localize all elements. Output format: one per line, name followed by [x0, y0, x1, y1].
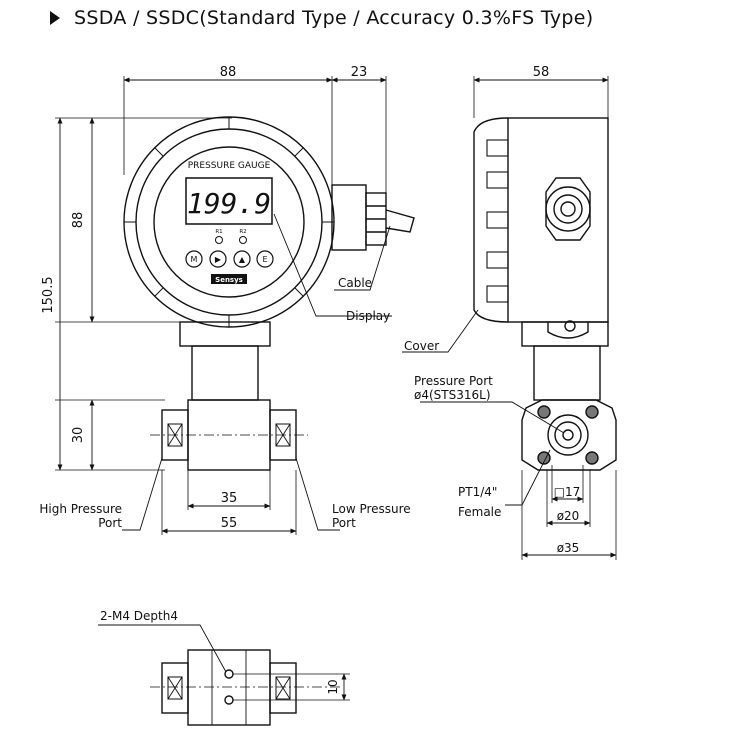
key-up-label: ▲: [239, 255, 246, 264]
mount-holes-label: 2-M4 Depth4: [100, 609, 178, 623]
side-housing: [507, 117, 609, 323]
cable-gland-body: [331, 184, 367, 251]
lcd-frame: [185, 177, 273, 225]
key-shift-label: ▶: [215, 255, 222, 264]
key-e-label: E: [262, 255, 267, 264]
bottom-texts: 2-M4 Depth4 10: [100, 609, 340, 695]
housing-ribs: [124, 117, 334, 327]
side-cover: [473, 117, 509, 323]
led-r1-icon: [215, 236, 223, 244]
key-m-label: M: [191, 255, 198, 264]
side-neck: [533, 345, 601, 401]
cable: [385, 209, 415, 233]
neck-flange: [179, 321, 271, 347]
gauge-title: PRESSURE GAUGE: [188, 161, 271, 171]
section-heading: SSDA / SSDC(Standard Type / Accuracy 0.3…: [50, 4, 593, 32]
dim-outer-55: 55: [221, 516, 238, 531]
triangle-right-icon: [50, 11, 60, 25]
side-manifold: [521, 399, 617, 471]
cover-label: Cover: [404, 339, 439, 353]
cable-label: Cable: [338, 276, 372, 290]
key-enter-button[interactable]: E: [256, 250, 274, 268]
display-window: [153, 146, 305, 298]
dim-depth-58: 58: [533, 65, 550, 80]
front-leaders: [122, 213, 392, 531]
neck: [191, 345, 259, 401]
key-m-button[interactable]: M: [185, 250, 203, 268]
side-view: [402, 76, 617, 560]
brand-plate: [211, 274, 247, 284]
front-view: [55, 76, 415, 535]
dim-dia-35: ø35: [557, 541, 580, 555]
low-port-label-2: Port: [332, 516, 356, 530]
bottom-body: [187, 649, 271, 726]
dim-port-30: 30: [71, 427, 86, 444]
housing-inner-ring: [135, 128, 323, 316]
side-gland-hex: [545, 177, 591, 241]
front-extension-lines: [55, 76, 387, 535]
dim-dia-20: ø20: [557, 509, 580, 523]
bottom-view: [98, 624, 350, 726]
dim-square-17: □17: [554, 485, 581, 499]
dim-height-88: 88: [71, 212, 86, 229]
dim-total-150: 150.5: [41, 276, 56, 313]
side-texts: 58 Cover Pressure Port ø4(STS316L) PT1/4…: [404, 65, 580, 555]
lcd-reading: 199.9: [187, 187, 271, 220]
pressure-port-label-2: ø4(STS316L): [414, 388, 491, 402]
thread-label-2: Female: [458, 505, 501, 519]
display-label: Display: [346, 309, 390, 323]
side-tab: [547, 322, 589, 339]
low-port-label-1: Low Pressure: [332, 502, 411, 516]
pressure-port-label-1: Pressure Port: [414, 374, 493, 388]
key-shift-button[interactable]: ▶: [209, 250, 227, 268]
brand-logo-text: Sensys: [215, 276, 243, 284]
side-leaders: [402, 309, 565, 506]
led-r1-label: R1: [215, 229, 222, 235]
high-port-label-1: High Pressure: [39, 502, 122, 516]
front-labels: Cable Display High Pressure Port Low Pre…: [39, 276, 410, 530]
gauge-face: PRESSURE GAUGE 199.9 R1 R2 M ▶ ▲ E Sensy…: [185, 161, 274, 284]
section-title: SSDA / SSDC(Standard Type / Accuracy 0.3…: [74, 7, 594, 29]
led-r2-label: R2: [239, 229, 246, 235]
front-dimension-texts: 88 23 88 150.5 30 35 55: [41, 65, 367, 531]
key-up-button[interactable]: ▲: [233, 250, 251, 268]
thread-label-1: PT1/4": [458, 485, 497, 499]
dim-hole-10: 10: [326, 679, 340, 694]
front-dimension-lines: [57, 77, 387, 534]
dim-width-88: 88: [220, 65, 237, 80]
high-port-label-2: Port: [98, 516, 122, 530]
led-r2-icon: [239, 236, 247, 244]
cover-threads: [486, 139, 509, 303]
dim-inner-35: 35: [221, 491, 238, 506]
dim-cable-23: 23: [351, 65, 368, 80]
